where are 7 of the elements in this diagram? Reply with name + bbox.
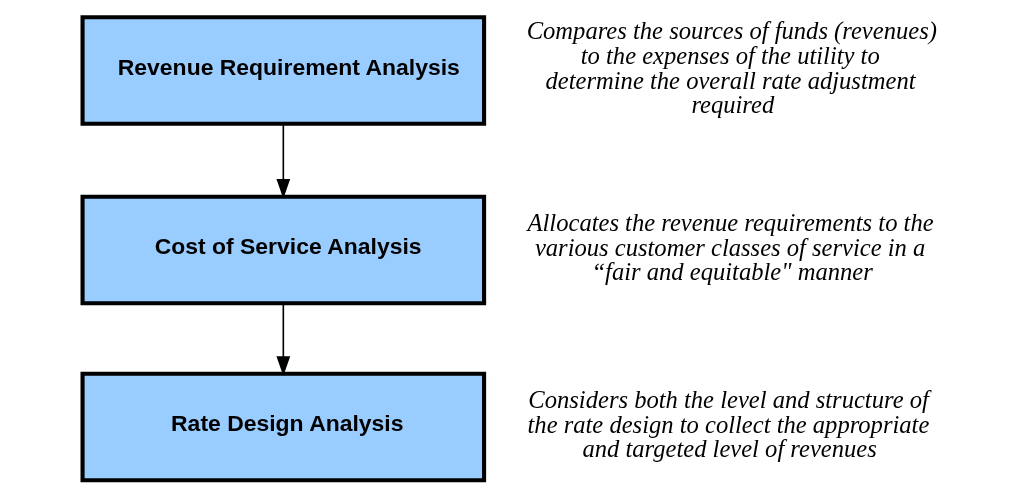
node-box: Rate Design Analysis bbox=[80, 371, 486, 483]
node-box: Revenue Requirement Analysis bbox=[80, 15, 486, 126]
arrow bbox=[275, 123, 290, 199]
node-box: Cost of Service Analysis bbox=[80, 194, 486, 306]
node-label: Allocates the revenue requirements to the various customer classes of service in a “fair and equitable" manner bbox=[527, 209, 934, 286]
node-label: Compares the sources of funds (revenues) to the expenses of the utility to determine the overall rate adjustment required bbox=[526, 17, 937, 119]
arrow bbox=[275, 302, 290, 377]
